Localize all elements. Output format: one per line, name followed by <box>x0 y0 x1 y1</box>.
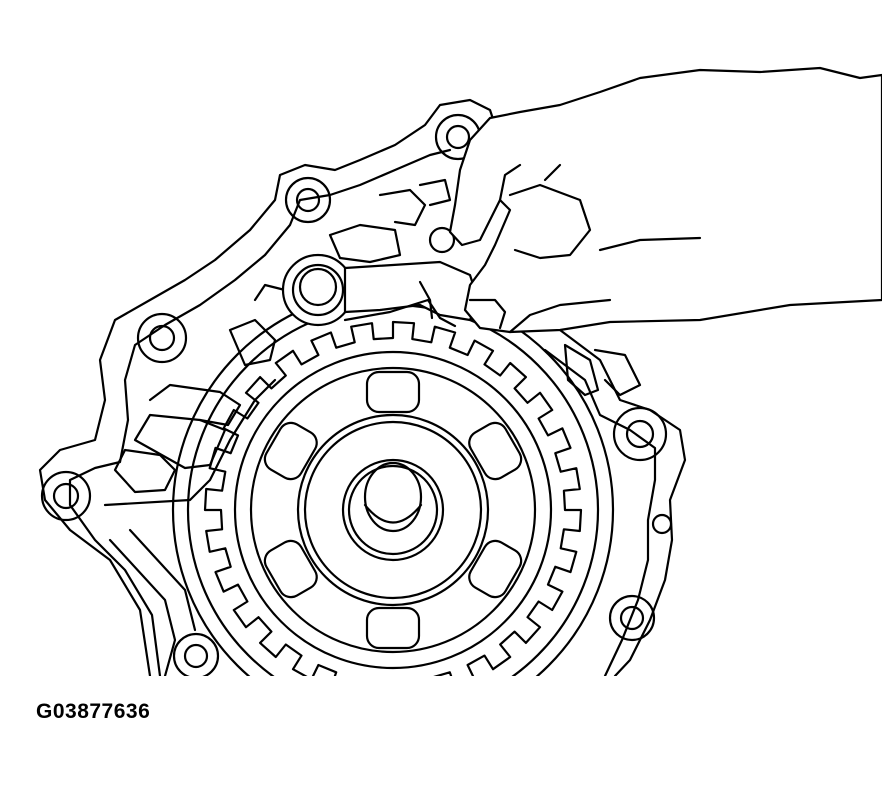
drum-window <box>468 421 523 481</box>
drum-window <box>263 421 318 481</box>
toothed-ring <box>203 320 583 676</box>
clutch-drum <box>263 370 523 650</box>
drum-window <box>263 539 318 599</box>
housing-ribs <box>103 178 642 676</box>
stopper-pin <box>281 253 480 328</box>
center-hub <box>341 458 445 562</box>
drum-window <box>365 370 421 414</box>
transmission-case-illustration <box>38 66 882 676</box>
figure-code: G03877636 <box>36 700 151 723</box>
bolt-holes <box>40 113 673 676</box>
hand-illustration <box>448 66 882 334</box>
drum-window <box>365 606 421 650</box>
drum-window <box>468 539 523 599</box>
